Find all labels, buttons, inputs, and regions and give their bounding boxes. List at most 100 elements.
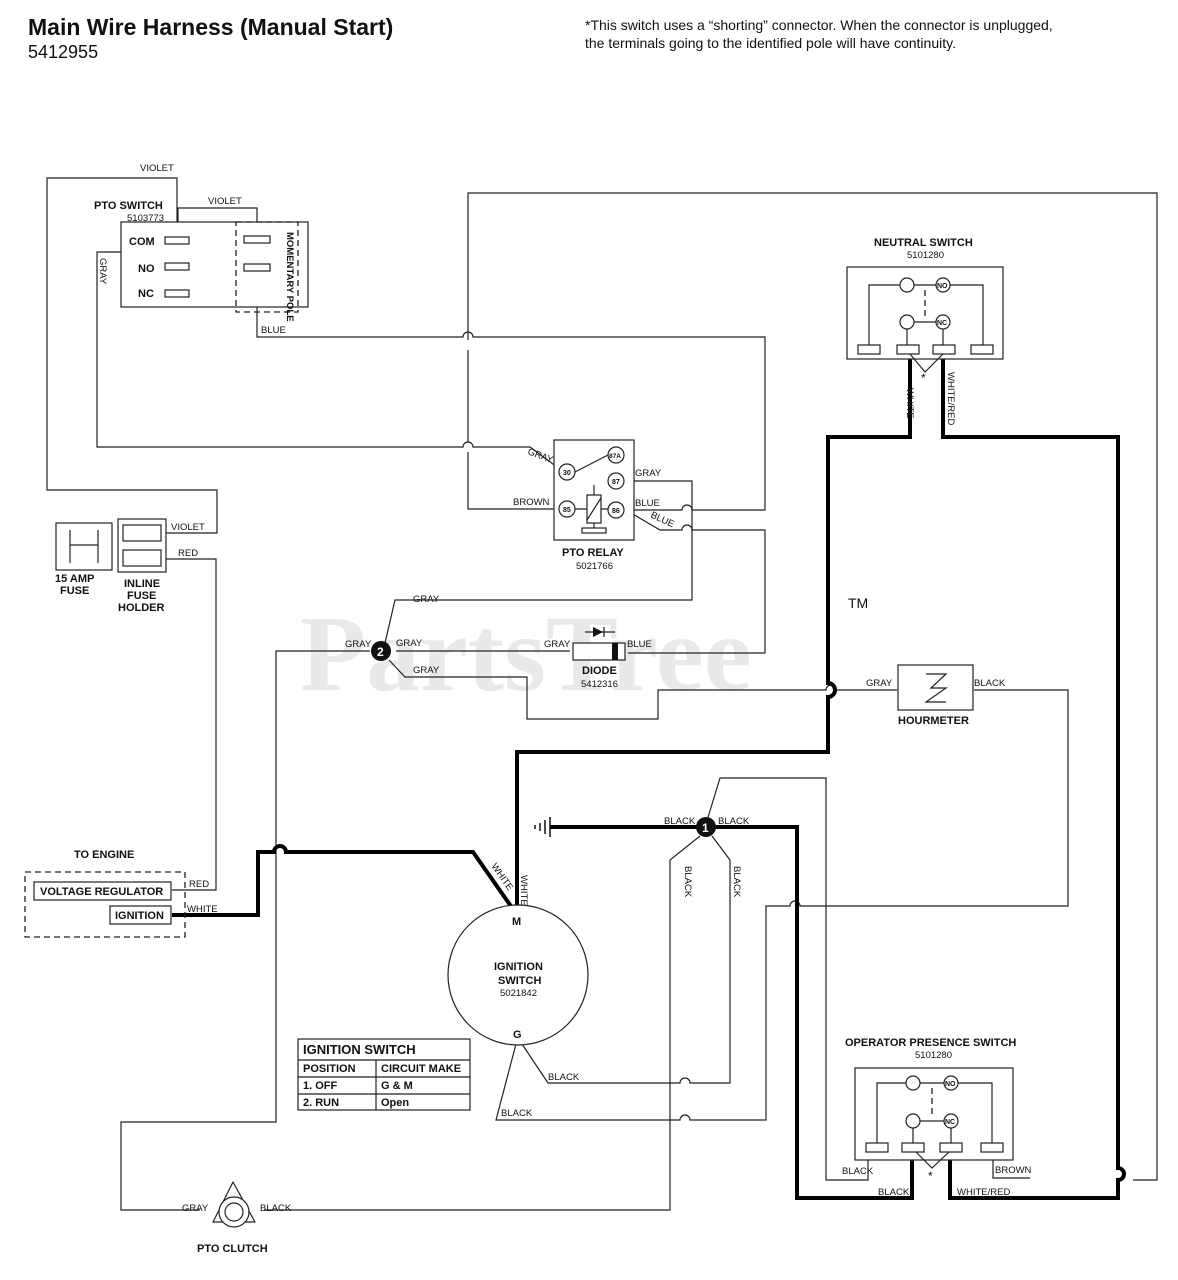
wire-label-gray: GRAY bbox=[97, 258, 108, 285]
pto-switch-pn: 5103773 bbox=[127, 213, 164, 224]
wire-label-black: BLACK bbox=[731, 866, 742, 898]
diagram-title: Main Wire Harness (Manual Start) bbox=[28, 14, 394, 40]
wire-label-blue: BLUE bbox=[261, 325, 286, 336]
wire-label-white: WHITE bbox=[904, 388, 915, 419]
operator-presence-switch: OPERATOR PRESENCE SWITCH 5101280 NO NC * bbox=[845, 1037, 1016, 1183]
engine: TO ENGINE VOLTAGE REGULATOR IGNITION bbox=[24, 849, 186, 938]
splice-2-label: 2 bbox=[377, 645, 384, 659]
ignition-table: IGNITION SWITCH POSITION CIRCUIT MAKE 1.… bbox=[297, 1038, 471, 1111]
table-title: IGNITION SWITCH bbox=[303, 1042, 416, 1057]
relay-85-terminal: 85 bbox=[563, 507, 571, 514]
wire-label-white-red: WHITE/RED bbox=[945, 372, 956, 425]
diode-title: DIODE bbox=[582, 665, 617, 677]
ignition-switch-title-1: IGNITION bbox=[494, 961, 543, 973]
wire-label-brown: BROWN bbox=[995, 1165, 1032, 1176]
table-header-position: POSITION bbox=[303, 1063, 356, 1075]
wire-label-red: RED bbox=[178, 548, 198, 559]
ops-star: * bbox=[928, 1169, 933, 1183]
voltage-regulator-label: VOLTAGE REGULATOR bbox=[40, 886, 163, 898]
relay-30-terminal: 30 bbox=[563, 470, 571, 477]
pto-clutch: PTO CLUTCH bbox=[197, 1181, 268, 1255]
wire-label-black: BLACK bbox=[842, 1166, 874, 1177]
ops-title: OPERATOR PRESENCE SWITCH bbox=[845, 1037, 1016, 1049]
momentary-pole-label: MOMENTARY POLE bbox=[284, 232, 295, 322]
relay-86-terminal: 86 bbox=[612, 508, 620, 515]
table-cell: Open bbox=[381, 1097, 409, 1109]
wire-label-gray: GRAY bbox=[413, 594, 440, 605]
wire-label-white: WHITE bbox=[187, 904, 218, 915]
pto-relay: 30 87A 87 85 86 PTO RELAY 5021766 bbox=[553, 439, 635, 572]
table-cell: G & M bbox=[381, 1080, 413, 1092]
wire-label-gray: GRAY bbox=[635, 468, 662, 479]
wire-label-black: BLACK bbox=[548, 1072, 580, 1083]
diode: DIODE 5412316 bbox=[572, 627, 626, 690]
wire-label-white-red: WHITE/RED bbox=[957, 1187, 1010, 1198]
ignition-switch: M G IGNITION SWITCH 5021842 bbox=[447, 904, 589, 1046]
neutral-star: * bbox=[921, 371, 926, 385]
table-cell: 1. OFF bbox=[303, 1080, 338, 1092]
hourmeter: HOURMETER bbox=[897, 664, 974, 727]
wire-label-blue: BLUE bbox=[649, 510, 676, 530]
watermark-tm: TM bbox=[848, 595, 868, 611]
wire-label-brown: BROWN bbox=[513, 497, 550, 508]
ignition-g-terminal: G bbox=[513, 1029, 522, 1041]
wire-label-white: WHITE bbox=[518, 875, 529, 906]
fuse-label-2: FUSE bbox=[60, 585, 89, 597]
ignition-switch-pn: 5021842 bbox=[500, 988, 537, 999]
hourmeter-title: HOURMETER bbox=[898, 715, 969, 727]
table-cell: 2. RUN bbox=[303, 1097, 339, 1109]
wire-labels: VIOLET VIOLET GRAY BLUE GRAY BROWN GRAY … bbox=[97, 163, 1032, 1214]
holder-label-3: HOLDER bbox=[118, 602, 165, 614]
neutral-switch: NEUTRAL SWITCH 5101280 NO NC * bbox=[846, 237, 1004, 385]
wire-label-gray: GRAY bbox=[413, 665, 440, 676]
neutral-no-terminal: NO bbox=[937, 283, 948, 290]
watermark: PartsTree bbox=[300, 595, 752, 714]
wire-label-black: BLACK bbox=[878, 1187, 910, 1198]
neutral-nc-terminal: NC bbox=[937, 320, 947, 327]
relay-87-terminal: 87 bbox=[612, 479, 620, 486]
diode-pn: 5412316 bbox=[581, 679, 618, 690]
pto-com-label: COM bbox=[129, 236, 155, 248]
wire-label-black: BLACK bbox=[664, 816, 696, 827]
engine-title: TO ENGINE bbox=[74, 849, 134, 861]
pto-switch-title: PTO SWITCH bbox=[94, 200, 163, 212]
wire-label-gray: GRAY bbox=[345, 639, 372, 650]
wire-label-blue: BLUE bbox=[627, 639, 652, 650]
ground-icon bbox=[534, 817, 551, 837]
relay-87a-terminal: 87A bbox=[609, 453, 621, 460]
neutral-switch-title: NEUTRAL SWITCH bbox=[874, 237, 973, 249]
wire-label-blue: BLUE bbox=[635, 498, 660, 509]
neutral-switch-pn: 5101280 bbox=[907, 250, 944, 261]
ops-pn: 5101280 bbox=[915, 1050, 952, 1061]
splice-1: 1 bbox=[696, 817, 716, 837]
wire-label-black: BLACK bbox=[260, 1203, 292, 1214]
wire-label-gray: GRAY bbox=[526, 446, 555, 466]
ops-no-terminal: NO bbox=[945, 1081, 956, 1088]
wire-label-black: BLACK bbox=[501, 1108, 533, 1119]
wire-label-gray: GRAY bbox=[544, 639, 571, 650]
pto-relay-title: PTO RELAY bbox=[562, 547, 624, 559]
fuse-label-1: 15 AMP bbox=[55, 573, 94, 585]
table-header-circuit: CIRCUIT MAKE bbox=[381, 1063, 461, 1075]
pto-clutch-title: PTO CLUTCH bbox=[197, 1243, 268, 1255]
wire-label-gray: GRAY bbox=[866, 678, 893, 689]
thin-wires bbox=[46, 177, 1158, 1211]
pto-relay-pn: 5021766 bbox=[576, 561, 613, 572]
fuse-assembly: 15 AMP FUSE INLINE FUSE HOLDER bbox=[55, 518, 167, 614]
wire-label-violet: VIOLET bbox=[171, 522, 205, 533]
harness-part-number: 5412955 bbox=[28, 42, 99, 62]
wire-label-black: BLACK bbox=[718, 816, 750, 827]
ignition-m-terminal: M bbox=[512, 916, 521, 928]
engine-ignition-label: IGNITION bbox=[115, 910, 164, 922]
wire-label-gray: GRAY bbox=[182, 1203, 209, 1214]
shorting-connector-note: *This switch uses a “shorting” connector… bbox=[585, 17, 1053, 51]
wire-label-black: BLACK bbox=[682, 866, 693, 898]
pto-no-label: NO bbox=[138, 263, 155, 275]
holder-label-1: INLINE bbox=[124, 578, 160, 590]
wire-label-red: RED bbox=[189, 879, 209, 890]
splice-2: 2 bbox=[371, 641, 391, 661]
holder-label-2: FUSE bbox=[127, 590, 156, 602]
pto-switch: PTO SWITCH 5103773 COM NO NC MOMENTARY P… bbox=[94, 200, 309, 322]
ignition-switch-title-2: SWITCH bbox=[498, 975, 541, 987]
